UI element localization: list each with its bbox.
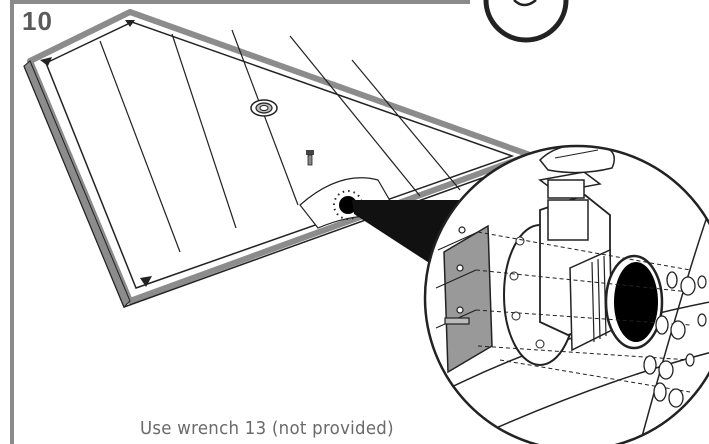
hex-nut-icon xyxy=(643,271,696,408)
pool-floor xyxy=(23,9,533,308)
detail-callout xyxy=(423,144,709,444)
step-number: 10 xyxy=(22,6,53,36)
corner-bracket xyxy=(40,57,52,66)
instruction-caption: Use wrench 13 (not provided) xyxy=(140,418,394,439)
bolt-icon xyxy=(435,226,479,329)
pool-frame-side xyxy=(23,60,131,308)
washer-icon xyxy=(685,275,707,367)
bolt-icon xyxy=(306,150,314,166)
liner-seam xyxy=(99,40,181,253)
liner-seam xyxy=(351,59,461,191)
corner-bracket xyxy=(125,20,135,27)
liner-seam xyxy=(289,35,421,197)
corner-bracket xyxy=(140,276,152,287)
gasket-plate xyxy=(443,224,493,374)
assembly-guide-lines xyxy=(475,231,691,393)
floor-drain xyxy=(250,99,278,117)
liner-seam xyxy=(231,29,299,206)
wrench-tool-icon xyxy=(483,0,569,43)
liner-seam xyxy=(171,33,237,229)
